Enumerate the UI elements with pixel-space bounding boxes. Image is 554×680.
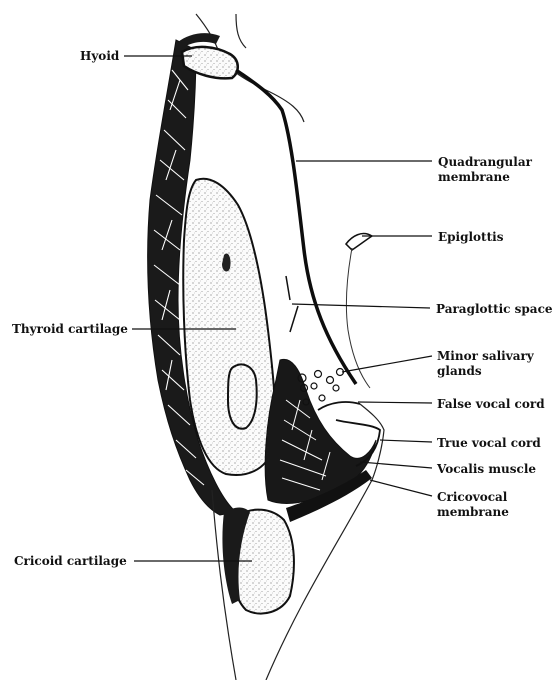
paraglottic-line-1 [286,276,290,300]
leader-false-cord [358,402,432,403]
label-minor-salivary-glands: Minor salivary glands [437,349,547,379]
label-paraglottic-space: Paraglottic space [436,302,553,317]
leader-true-cord [380,440,432,442]
paraglottic-line-2 [290,306,298,332]
label-false-vocal-cord: False vocal cord [437,397,545,412]
false-vocal-cord-contour [318,402,360,410]
leader-paraglottic [292,304,430,308]
epiglottis-edge [346,248,370,388]
thyroid-cartilage-shape [183,179,275,475]
label-true-vocal-cord: True vocal cord [437,436,541,451]
leader-vocalis [360,462,432,468]
label-cricoid-cartilage: Cricoid cartilage [14,554,127,569]
label-thyroid-cartilage: Thyroid cartilage [12,322,128,337]
label-hyoid: Hyoid [80,49,119,64]
upper-skin-contour [236,14,246,48]
leader-minor-salivary [342,356,432,372]
label-vocalis-muscle: Vocalis muscle [437,462,536,477]
leader-cricovocal [370,480,432,496]
label-quadrangular-membrane: Quadrangular membrane [438,155,548,185]
label-epiglottis: Epiglottis [438,230,503,245]
label-cricovocal-membrane: Cricovocal membrane [437,490,547,520]
